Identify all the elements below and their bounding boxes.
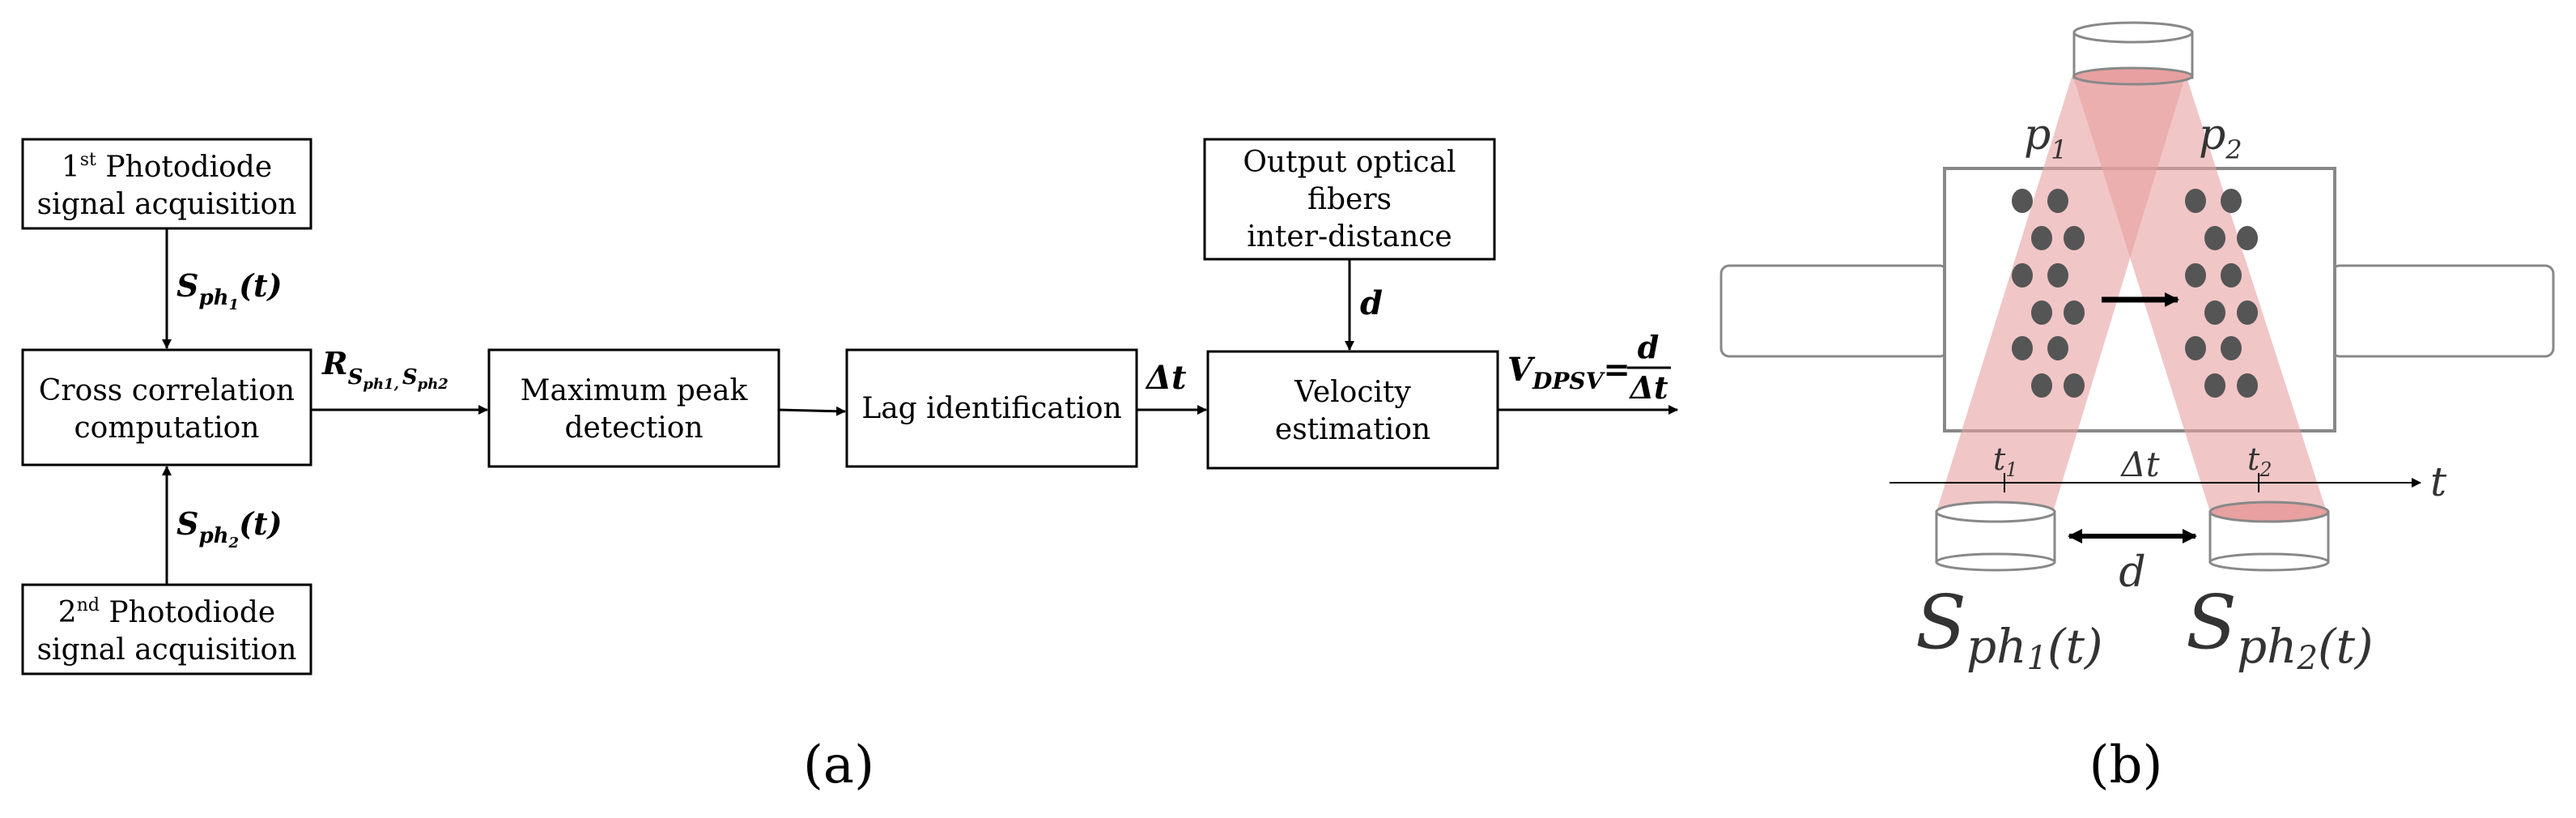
particle: [2047, 263, 2068, 288]
particle: [2064, 373, 2085, 398]
box-lag-line1: Lag identification: [861, 392, 1121, 425]
box-lag-identification: Lag identification: [845, 348, 1138, 468]
box-fibers-line2: fibers: [1307, 183, 1392, 216]
particle: [2031, 226, 2052, 250]
box-fibers-line1: Output optical: [1243, 146, 1456, 179]
label-cross-correlation: RSph1,Sph2: [321, 345, 448, 393]
particle: [2012, 189, 2033, 213]
label-delta-t-b: Δt: [2119, 445, 2159, 484]
panel-a: 1st Photodiode signal acquisition Cross …: [21, 138, 1678, 795]
box-photodiode-1-line1: 1st Photodiode: [62, 150, 272, 184]
particle: [2047, 336, 2068, 360]
box-photodiode-2-line1: 2nd Photodiode: [58, 595, 275, 629]
particle: [2031, 300, 2052, 325]
box-fibers-distance: Output optical fibers inter-distance: [1203, 138, 1496, 261]
label-sph1: Sph1(t): [176, 267, 283, 313]
particle: [2185, 336, 2206, 360]
box-peak-line2: detection: [564, 411, 703, 445]
particle: [2064, 226, 2085, 250]
beam-2: [2072, 75, 2327, 512]
box-velocity-estimation: Velocity estimation: [1206, 350, 1499, 470]
particle: [2221, 189, 2242, 213]
label-t2: t2: [2247, 441, 2272, 481]
box-photodiode-2-line2: signal acquisition: [37, 633, 297, 667]
box-cross-line2: computation: [74, 411, 260, 445]
svg-text:VDPSV=: VDPSV=: [1507, 351, 1630, 394]
label-sph1-b: Sph1(t): [1915, 579, 2103, 677]
particle: [2185, 263, 2206, 288]
label-sph2-b: Sph2(t): [2186, 579, 2374, 677]
caption-b: (b): [2089, 735, 2163, 795]
caption-a: (a): [803, 735, 874, 795]
particles-left: [2012, 189, 2085, 398]
particles-right: [2185, 189, 2258, 398]
label-p2: p2: [2199, 111, 2242, 165]
detector-2: [2208, 501, 2330, 572]
box-photodiode-1: 1st Photodiode signal acquisition: [21, 138, 312, 230]
label-velocity-formula: VDPSV= d Δt: [1507, 329, 1671, 406]
label-p1: p1: [2024, 111, 2068, 165]
arrow-peak-to-lag: [778, 406, 846, 416]
pipe-right: [2330, 264, 2555, 358]
box-velocity-line2: estimation: [1275, 413, 1430, 446]
label-t-axis: t: [2430, 458, 2447, 505]
light-beams: [1936, 75, 2327, 512]
particle: [2031, 373, 2052, 398]
box-cross-correlation: Cross correlation computation: [21, 348, 312, 467]
particle: [2221, 263, 2242, 288]
particle: [2204, 226, 2225, 250]
label-d-b: d: [2119, 548, 2145, 597]
particle: [2204, 300, 2225, 325]
particle: [2221, 336, 2242, 360]
particle: [2185, 189, 2206, 213]
formula-numerator: d: [1638, 329, 1660, 365]
formula-denominator: Δt: [1628, 369, 1668, 406]
box-peak-detection: Maximum peak detection: [487, 348, 780, 468]
label-d: d: [1360, 284, 1383, 322]
box-fibers-line3: inter-distance: [1247, 220, 1452, 253]
detector-1: [1935, 501, 2056, 572]
box-photodiode-1-line2: signal acquisition: [37, 188, 297, 221]
particle: [2204, 373, 2225, 398]
box-cross-line1: Cross correlation: [39, 374, 295, 407]
source-emitter: [2072, 21, 2194, 86]
label-sph2: Sph2(t): [176, 505, 283, 552]
label-t1: t1: [1993, 441, 2018, 481]
panel-b: p1 p2 t t1 t2 Δt d Sph1(t) Sph2(t) (b): [1719, 21, 2555, 795]
pipe-left: [1719, 264, 1949, 358]
particle: [2237, 373, 2258, 398]
box-velocity-line1: Velocity: [1294, 376, 1411, 409]
particle: [2047, 189, 2068, 213]
label-delta-t: Δt: [1145, 359, 1187, 397]
particle: [2237, 300, 2258, 325]
box-photodiode-2: 2nd Photodiode signal acquisition: [21, 583, 312, 675]
particle: [2064, 300, 2085, 325]
particle: [2237, 226, 2258, 250]
particle: [2012, 336, 2033, 360]
particle: [2012, 263, 2033, 288]
box-peak-line1: Maximum peak: [521, 374, 749, 407]
